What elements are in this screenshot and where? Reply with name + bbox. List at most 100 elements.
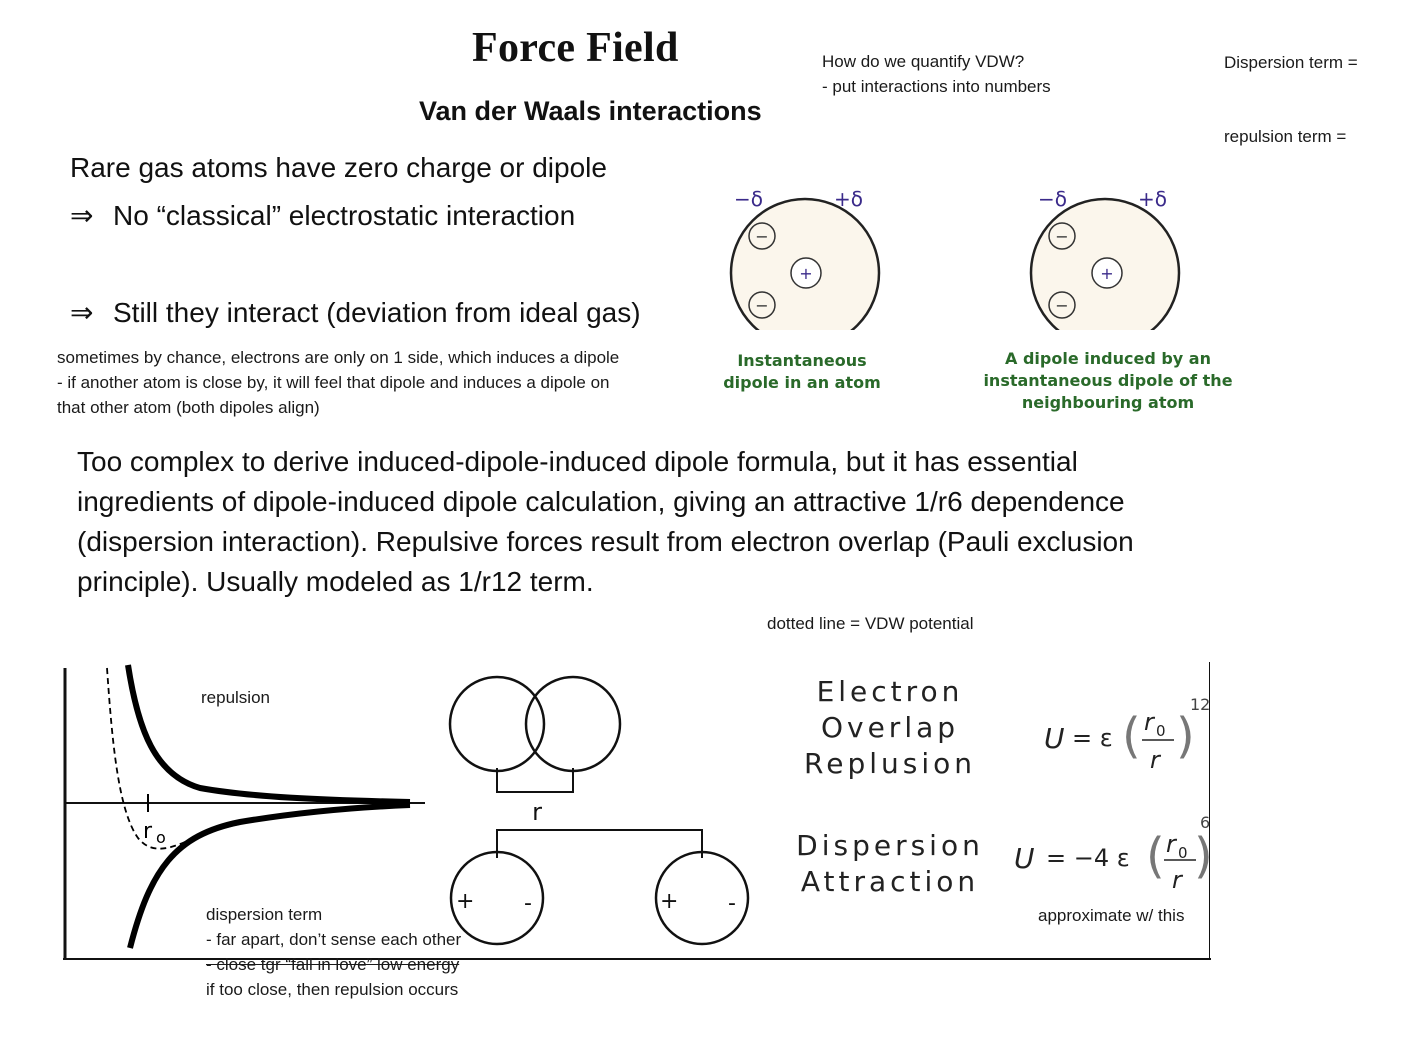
vdw-potential-plot: r o [63,664,425,958]
repulsion-label: repulsion [201,688,270,707]
nucleus-right [1091,257,1123,289]
paragraph-line2: ingredients of dipole-induced dipole cal… [77,486,1125,517]
page-title: Force Field [472,25,679,71]
formula-u-1: U [1044,722,1065,755]
nucleus-right-sign: + [1100,264,1113,283]
overlap-circle-left [448,675,546,773]
paragraph-line4: principle). Usually modeled as 1/r12 ter… [77,566,594,597]
dispersion-line1: Dispersion [796,829,984,862]
atom-right-minus: - [728,891,736,916]
dispersion-line2: Attraction [800,865,980,898]
electron-left-1 [748,222,776,250]
r0-label: r [143,819,153,844]
nucleus-left [790,257,822,289]
chance-note-line2: - if another atom is close by, it will f… [57,373,610,392]
r-den-1: r [1150,746,1162,774]
r0-num-2: r [1166,830,1178,858]
left-minus-delta: −δ [734,187,763,211]
page-subtitle: Van der Waals interactions [419,96,762,126]
caption-induced-dipole: A dipole induced by an instantaneous dip… [968,348,1248,414]
intro-line-2: ⇒ No “classical” electrostatic interactio… [70,199,575,232]
dispersion-notes: dispersion term - far apart, don’t sense… [206,902,461,1002]
left-plus-delta: +δ [834,187,863,211]
r0-label-sub: o [156,828,166,847]
dispersion-note-2: - close tgr “fall in love” low energy [206,955,460,974]
overlap-circle-right [524,675,622,773]
formulas: U = ε ( r 0 r ) 12 U = −4 ε ( r 0 r ) 6 [1014,695,1210,894]
electron-right-2-sign: − [1055,296,1068,315]
electron-right-1-sign: − [1055,227,1068,246]
intro-line-3: ⇒ Still they interact (deviation from ide… [70,296,641,329]
chance-note-line1: sometimes by chance, electrons are only … [57,348,620,367]
dispersion-note-1: - far apart, don’t sense each other [206,930,462,949]
quantify-note-line2: - put interactions into numbers [822,77,1051,96]
paren-open-1: ( [1122,708,1141,764]
dispersion-curve [127,802,411,949]
separation-bracket [496,829,703,858]
repulsion-term-note: repulsion term = [1224,127,1347,146]
atom-left-minus: - [524,891,532,916]
nucleus-left-sign: + [799,264,812,283]
electron-left-2 [748,291,776,319]
formula-eq-2: = −4 ε [1046,844,1130,872]
atom-right-plus: + [660,889,678,914]
chance-note: sometimes by chance, electrons are only … [57,345,619,420]
overlap-line2: Overlap [820,711,960,744]
figure-bottom-border [63,958,1211,960]
intro-line-2-text: No “classical” electrostatic interaction [113,200,576,231]
right-minus-delta: −δ [1038,187,1067,211]
paren-close-2: ) [1194,828,1210,884]
r0-num-1-sub: 0 [1156,722,1166,740]
electron-overlap-label: Electron Overlap Replusion [770,674,1010,782]
r0-num-1: r [1144,708,1156,736]
implies-arrow-icon: ⇒ [70,200,94,231]
electron-left-2-sign: − [755,296,768,315]
approximate-note: approximate w/ this [1038,906,1185,925]
chance-note-line3: that other atom (both dipoles align) [57,398,320,417]
dispersion-term-note: Dispersion term = [1224,53,1358,72]
repulsion-formula: U = ε ( r 0 r ) 12 [1044,695,1210,774]
electron-right-2 [1048,291,1076,319]
right-plus-delta: +δ [1138,187,1167,211]
paren-close-1: ) [1176,708,1195,764]
r0-num-2-sub: 0 [1178,844,1188,862]
atom-left-separated [449,850,545,946]
intro-line-3-text: Still they interact (deviation from idea… [113,297,641,328]
dispersion-attraction-label: Dispersion Attraction [770,828,1010,900]
quantify-note-line1: How do we quantify VDW? [822,52,1025,71]
caption-instantaneous-dipole: Instantaneous dipole in an atom [712,350,892,394]
r-den-2: r [1172,866,1184,894]
dispersion-label: dispersion term [206,905,323,924]
dotted-line-note: dotted line = VDW potential [767,614,974,633]
overlap-line1: Electron [816,675,964,708]
explanation-paragraph: Too complex to derive induced-dipole-ind… [77,442,1277,602]
r-label: r [532,798,542,826]
electron-right-1 [1048,222,1076,250]
overlap-bracket [496,768,574,793]
caption-right-line1: A dipole induced by an [1005,349,1211,368]
caption-left-line1: Instantaneous [737,351,867,370]
figure-right-border [1209,662,1210,960]
formula-eq-1: = ε [1072,724,1113,752]
caption-right-line2: instantaneous dipole of the [983,371,1233,390]
overlap-diagram: r + - + - [448,675,750,946]
paragraph-line1: Too complex to derive induced-dipole-ind… [77,446,1078,477]
overlap-line3: Replusion [804,747,976,780]
dispersion-note-3: if too close, then repulsion occurs [206,980,459,999]
electron-left-1-sign: − [755,227,768,246]
dipole-atoms-diagram: −δ +δ − − + −δ +δ − − + [729,187,1181,330]
caption-left-line2: dipole in an atom [723,373,881,392]
formula-u-2: U [1014,842,1035,875]
atom-left-plus: + [456,889,474,914]
repulsion-curve [125,664,411,805]
paragraph-line3: (dispersion interaction). Repulsive forc… [77,526,1134,557]
exp-12: 12 [1190,695,1210,714]
caption-right-line3: neighbouring atom [1021,393,1195,412]
exp-6: 6 [1200,813,1210,832]
implies-arrow-icon: ⇒ [70,297,94,328]
paren-open-2: ( [1146,828,1165,884]
atom-right-separated [654,850,750,946]
dispersion-formula: U = −4 ε ( r 0 r ) 6 [1014,813,1210,894]
vdw-potential-curve [106,667,411,850]
intro-line-1: Rare gas atoms have zero charge or dipol… [70,152,607,183]
